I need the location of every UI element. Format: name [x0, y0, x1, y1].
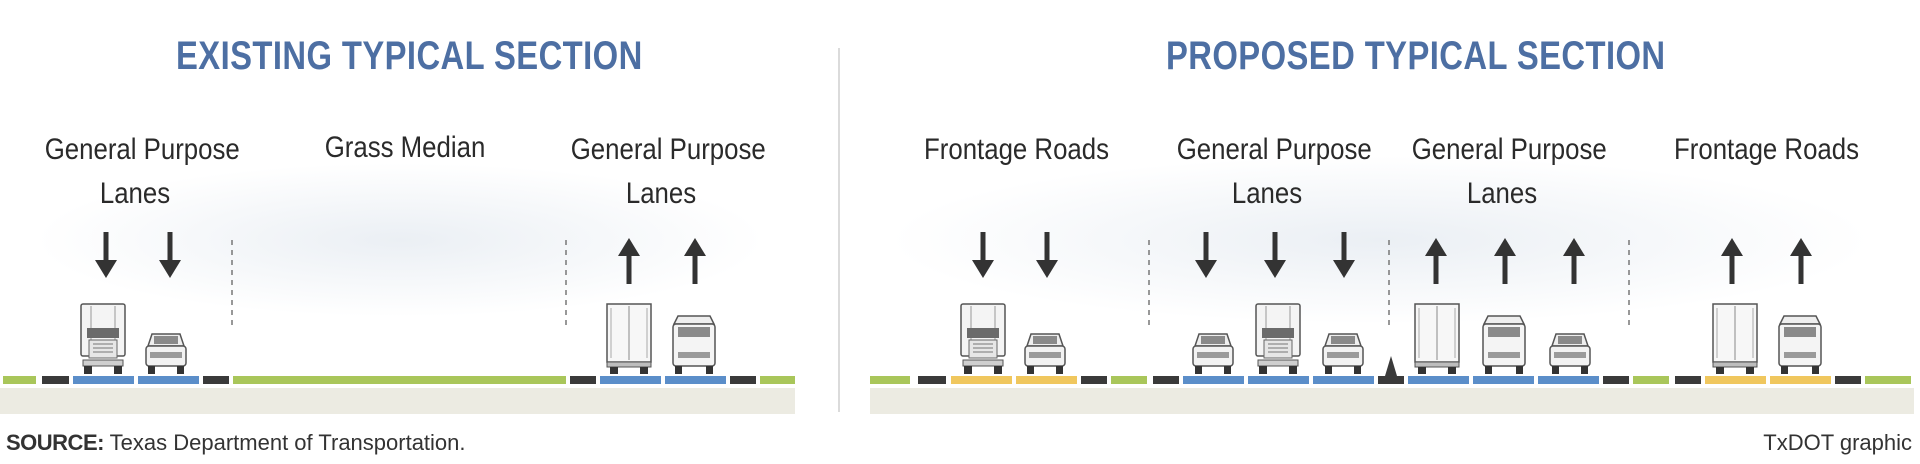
existing-gp-right-label: General Purpose Lanes: [570, 133, 766, 210]
shoulder: [1378, 376, 1404, 384]
proposed-gp-left-label: General Purpose Lanes: [1176, 133, 1372, 210]
proposed-gp-right-label: General Purpose Lanes: [1411, 133, 1607, 210]
arrow-down-icon: [95, 232, 117, 278]
existing-section-title: EXISTING TYPICAL SECTION: [176, 34, 643, 78]
gp-lane: [73, 376, 134, 384]
existing-median-label: Grass Median: [324, 131, 486, 164]
shoulder: [1153, 376, 1179, 384]
van-icon: [672, 315, 716, 375]
proposed-frontage-left-label: Frontage Roads: [924, 133, 1110, 166]
car-icon: [1549, 333, 1591, 375]
proposed-section-title: PROPOSED TYPICAL SECTION: [1166, 34, 1666, 78]
median-barrier: [1385, 356, 1397, 376]
shoulder: [1603, 376, 1629, 384]
shoulder: [570, 376, 596, 384]
frontage-lane: [1705, 376, 1766, 384]
shoulder: [1081, 376, 1107, 384]
shoulder: [203, 376, 229, 384]
source-note: SOURCE: Texas Department of Transportati…: [6, 430, 466, 456]
source-text: Texas Department of Transportation.: [103, 430, 466, 455]
grass-median-strip: [233, 376, 566, 384]
graphic-credit: TxDOT graphic: [1763, 430, 1912, 455]
arrow-down-icon: [1195, 232, 1217, 278]
existing-road: [0, 232, 795, 414]
frontage-lane: [1016, 376, 1077, 384]
gp-lane: [1538, 376, 1599, 384]
arrow-down-icon: [1333, 232, 1355, 278]
shoulder: [42, 376, 69, 384]
shoulder: [1675, 376, 1701, 384]
gp-lane: [600, 376, 661, 384]
arrow-down-icon: [1264, 232, 1286, 278]
source-label: SOURCE:: [6, 430, 104, 455]
car-icon: [1024, 333, 1066, 375]
gp-lane: [138, 376, 199, 384]
shoulder: [918, 376, 946, 384]
arrow-up-icon: [684, 238, 706, 284]
existing-gp-left-label: General Purpose Lanes: [44, 133, 240, 210]
box-truck-icon: [1414, 303, 1460, 375]
shoulder: [730, 376, 756, 384]
grass-strip: [1865, 376, 1911, 384]
grass-strip: [870, 376, 910, 384]
semi-truck-icon: [960, 303, 1006, 375]
gp-lane: [1183, 376, 1244, 384]
arrow-up-icon: [618, 238, 640, 284]
box-truck-icon: [1712, 303, 1758, 375]
proposed-road-base: [870, 388, 1914, 414]
gp-lane: [1248, 376, 1309, 384]
arrow-down-icon: [972, 232, 994, 278]
proposed-frontage-right-label: Frontage Roads: [1674, 133, 1860, 166]
car-icon: [1322, 333, 1364, 375]
arrow-up-icon: [1563, 238, 1585, 284]
existing-road-base: [0, 388, 795, 414]
gp-lane: [1473, 376, 1534, 384]
frontage-lane: [951, 376, 1012, 384]
gp-lane: [665, 376, 726, 384]
arrow-up-icon: [1790, 238, 1812, 284]
frontage-lane: [1770, 376, 1831, 384]
arrow-down-icon: [159, 232, 181, 278]
semi-truck-icon: [1255, 303, 1301, 375]
arrow-up-icon: [1494, 238, 1516, 284]
grass-strip: [1633, 376, 1669, 384]
grass-strip: [3, 376, 36, 384]
arrow-down-icon: [1036, 232, 1058, 278]
car-icon: [1192, 333, 1234, 375]
gp-lane: [1313, 376, 1374, 384]
van-icon: [1482, 315, 1526, 375]
grass-strip: [760, 376, 795, 384]
arrow-up-icon: [1425, 238, 1447, 284]
semi-truck-icon: [80, 303, 126, 375]
grass-strip: [1111, 376, 1147, 384]
shoulder: [1835, 376, 1861, 384]
proposed-road: [870, 232, 1914, 414]
arrow-up-icon: [1721, 238, 1743, 284]
car-icon: [145, 333, 187, 375]
box-truck-icon: [606, 303, 652, 375]
van-icon: [1778, 315, 1822, 375]
gp-lane: [1408, 376, 1469, 384]
